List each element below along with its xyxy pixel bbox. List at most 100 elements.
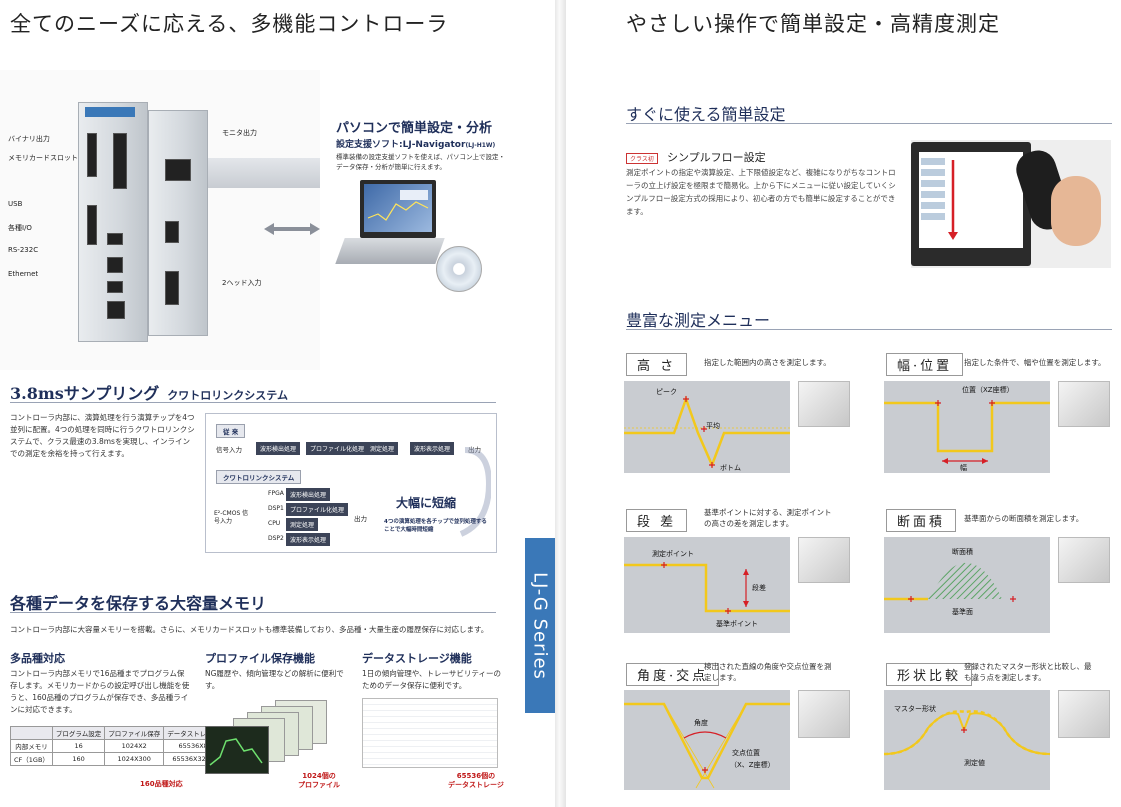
col2-burst-a: 1024個の [302, 772, 336, 780]
height-profile-graphic [624, 395, 790, 469]
pc-heading: パソコンで簡単設定・分析 [336, 121, 493, 136]
memory-table: プログラム設定 プロファイル保存 データストレージ 内部メモリ 16 1024X… [10, 726, 224, 766]
width-label-width: 幅 [960, 464, 967, 472]
area-profile-graphic [884, 562, 1016, 602]
width-3d-icon [1058, 381, 1110, 427]
memory-heading: 各種データを保存する大容量メモリ [10, 594, 267, 613]
menu-height-title: 高 さ [626, 353, 688, 376]
controller-side-unit [148, 110, 208, 336]
cell: 16 [51, 739, 106, 753]
monitor-bezel [911, 142, 1031, 266]
easy-sub: シンプルフロー設定 [666, 151, 766, 164]
laptop-keyboard [335, 238, 445, 264]
col2-burst-b: プロファイル [298, 781, 340, 789]
area-3d-icon [1058, 537, 1110, 583]
th-0 [10, 726, 53, 740]
brand-badge [85, 107, 135, 117]
step-1: 波形検出処理 [256, 442, 301, 455]
label-ethernet: Ethernet [8, 270, 39, 278]
step-label-measure: 測定ポイント [652, 550, 694, 558]
height-3d-icon [798, 381, 850, 427]
class-first-badge: クラス初 [626, 153, 658, 164]
quattro-diagram: 従 来 信号入力 波形検出処理 プロファイル化処理 測定処理 波形表示処理 出力… [205, 413, 497, 553]
monitor-photo [911, 140, 1111, 268]
step-profile-graphic [624, 562, 790, 614]
label-binary-out: バイナリ出力 [8, 135, 50, 143]
col3-burst-b: データストレージ [448, 781, 504, 789]
chip-task-4: 波形表示処理 [286, 533, 331, 546]
angle-label-point: 交点位置 [732, 749, 760, 757]
menu-height-panel: ピーク 平均 ボトム [624, 381, 790, 473]
step-3d-icon [798, 537, 850, 583]
binary-out-port [87, 133, 97, 177]
col3-desc: 1日の傾向管理や、トレーサビリティーのためのデータ保存に便利です。 [362, 669, 501, 690]
width-profile-graphic [884, 400, 1050, 464]
cmos-in-label: E²-CMOS 信号入力 [214, 510, 249, 525]
col1-burst: 160品種対応 [140, 780, 183, 788]
label-memory-slot: メモリカードスロット [8, 154, 78, 162]
menu-step-panel: 測定ポイント 段差 基準ポイント [624, 537, 790, 633]
conventional-tag: 従 来 [216, 424, 246, 438]
series-label: LJ-G Series [529, 571, 551, 680]
cell: 内部メモリ [10, 739, 53, 753]
sampling-rule [10, 402, 496, 403]
menu-angle-title: 角度·交点 [626, 663, 720, 686]
data-storage-sheet [362, 698, 498, 768]
software-line: 設定支援ソフト:LJ-Navigator(LJ-H1W) [336, 137, 495, 150]
controller-main-unit [78, 102, 148, 342]
laptop-lid [360, 180, 436, 238]
shape-3d-icon [1058, 690, 1110, 738]
right-page: やさしい操作で簡単設定・高精度測定 すぐに使える簡単設定 クラス初 シンプルフロ… [566, 0, 1121, 807]
menu-area-desc: 基準面からの断面積を測定します。 [964, 514, 1084, 523]
easy-desc: 測定ポイントの指定や演算設定、上下限値設定など、複雑になりがちなコントローラの立… [626, 168, 896, 216]
monitor-out-port [165, 159, 191, 181]
menu-area-panel: 断面積 基準面 [884, 537, 1050, 633]
flow-return-curve [459, 447, 491, 537]
chip-dsp2: DSP2 [268, 535, 284, 542]
col2-burst: 1024個の プロファイル [298, 772, 340, 790]
table-row: CF（1GB） 160 1024X300 65536X3200 [10, 752, 224, 766]
head-input-port-2 [165, 271, 179, 305]
hand [1051, 176, 1101, 246]
flow-menu-graphic [921, 158, 958, 240]
th-1: プログラム設定 [51, 726, 106, 740]
sampling-heading: 3.8msサンプリング [10, 384, 160, 403]
din-rail [200, 158, 320, 188]
height-label-bottom: ボトム [720, 464, 741, 472]
menu-step-title: 段 差 [626, 509, 688, 532]
controller-illustration: バイナリ出力 メモリカードスロット USB 各種I/O RS-232C Ethe… [0, 70, 320, 370]
height-label-avg: 平均 [706, 422, 720, 430]
chip-cpu: CPU [268, 520, 281, 527]
menu-step-desc: 基準ポイントに対する、測定ポイントの高さの差を測定します。 [704, 508, 832, 528]
page-gutter [555, 0, 566, 807]
angle-label-coords: （X、Z座標） [730, 761, 775, 769]
label-rs232c: RS-232C [8, 246, 39, 254]
cell: 1024X300 [104, 752, 165, 766]
signal-in-label: 信号入力 [216, 446, 242, 454]
output-label-bottom: 出力 [354, 515, 367, 523]
step-label-step: 段差 [752, 584, 766, 592]
menu-shape-title: 形状比較 [886, 663, 973, 686]
menu-angle-desc: 検出された直線の角度や交点位置を測定します。 [704, 662, 832, 682]
width-label-position: 位置（XZ座標） [962, 386, 1014, 394]
menu-shape-panel: マスター形状 測定値 [884, 690, 1050, 790]
label-head-input: 2ヘッド入力 [222, 279, 262, 287]
shape-profile-graphic [884, 710, 1050, 756]
step-3: 測定処理 [366, 442, 399, 455]
rs232c-port [107, 281, 123, 293]
easy-sub-row: クラス初 シンプルフロー設定 [626, 146, 766, 165]
menu-width-panel: 位置（XZ座標） 幅 [884, 381, 1050, 473]
menu-heading: 豊富な測定メニュー [626, 311, 771, 330]
step-label-ref: 基準ポイント [716, 620, 758, 628]
memory-table-header: プログラム設定 プロファイル保存 データストレージ [10, 726, 224, 740]
col1-desc: コントローラ内部メモリで16品種までプログラム保存します。メモリカードからの設定… [10, 669, 190, 714]
memory-rule [10, 612, 496, 613]
cell: CF（1GB） [10, 752, 53, 766]
label-io: 各種I/O [8, 224, 32, 232]
software-name: LJ-Navigator [402, 140, 466, 150]
step-2: プロファイル化処理 [306, 442, 369, 455]
chip-task-2: プロファイル化処理 [286, 503, 349, 516]
sampling-desc: コントローラ内部に、演算処理を行う演算チップを4つ並列に配置。4つの処理を同時に… [10, 413, 195, 458]
quattro-tag: クワトロリンクシステム [216, 470, 302, 484]
memory-card-slot [113, 133, 127, 189]
